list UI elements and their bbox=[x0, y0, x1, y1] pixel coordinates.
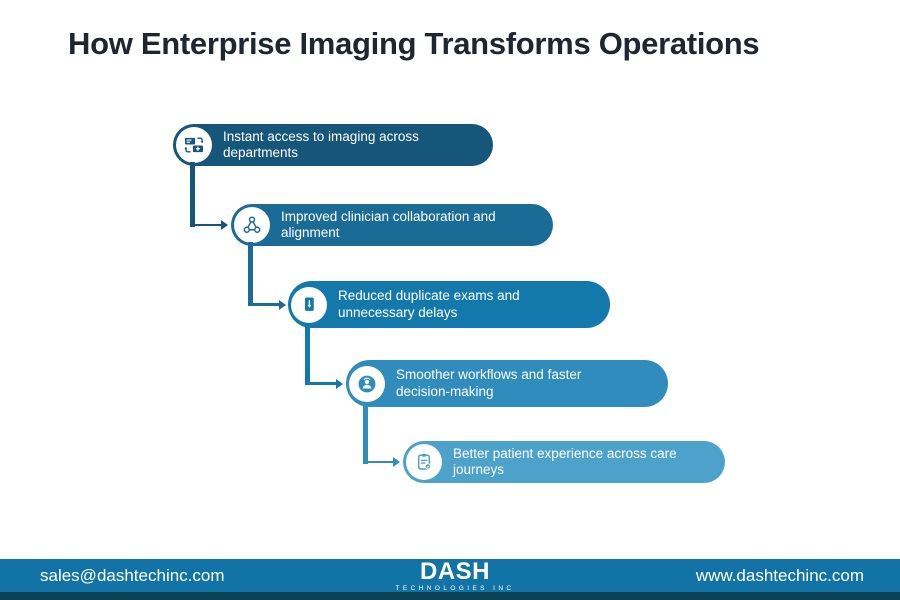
step-label: Smoother workflows and faster decision-m… bbox=[396, 367, 582, 399]
connector-line bbox=[363, 403, 368, 464]
step-icon-circle bbox=[406, 444, 442, 480]
workflow-person-icon bbox=[358, 375, 376, 392]
step-pill-2: Improved clinician collaboration and ali… bbox=[231, 204, 553, 246]
arrowhead-icon bbox=[221, 220, 228, 230]
step-pill-3: Reduced duplicate exams and unnecessary … bbox=[288, 281, 610, 328]
step-icon-circle bbox=[234, 207, 270, 243]
connector-line bbox=[305, 382, 336, 385]
connector-line bbox=[190, 223, 221, 227]
logo-name: DASH bbox=[419, 557, 490, 585]
step-label: Instant access to imaging across departm… bbox=[223, 128, 419, 160]
step-label: Better patient experience across care jo… bbox=[453, 445, 677, 477]
arrowhead-icon bbox=[393, 457, 400, 467]
step-pill-1: Instant access to imaging across departm… bbox=[173, 124, 493, 166]
logo-subtext: TECHNOLOGIES INC bbox=[395, 584, 515, 592]
arrowhead-icon bbox=[336, 378, 343, 389]
footer-bar: sales@dashtechinc.com DASH TECHNOLOGIES … bbox=[0, 559, 900, 592]
step-label: Reduced duplicate exams and unnecessary … bbox=[338, 288, 520, 320]
imaging-access-icon bbox=[184, 137, 204, 153]
connector-line bbox=[248, 242, 253, 306]
step-icon-circle bbox=[176, 127, 212, 163]
collaboration-icon bbox=[243, 216, 261, 233]
footer-website: www.dashtechinc.com bbox=[695, 565, 864, 585]
step-icon-circle bbox=[349, 365, 385, 402]
arrowhead-icon bbox=[279, 299, 286, 310]
step-icon-circle bbox=[291, 286, 327, 323]
connector-line bbox=[248, 303, 279, 306]
patient-clipboard-icon bbox=[417, 453, 432, 470]
footer-accent-strip bbox=[0, 592, 900, 600]
page-title: How Enterprise Imaging Transforms Operat… bbox=[68, 26, 760, 61]
step-pill-4: Smoother workflows and faster decision-m… bbox=[346, 360, 668, 407]
connector-line bbox=[363, 460, 393, 464]
step-pill-5: Better patient experience across care jo… bbox=[403, 441, 725, 483]
duplicate-exams-icon bbox=[304, 296, 314, 311]
step-label: Improved clinician collaboration and ali… bbox=[281, 208, 496, 240]
connector-line bbox=[190, 162, 195, 227]
dash-logo: DASH TECHNOLOGIES INC bbox=[395, 559, 514, 592]
connector-line bbox=[305, 324, 310, 385]
footer-email: sales@dashtechinc.com bbox=[40, 565, 225, 585]
